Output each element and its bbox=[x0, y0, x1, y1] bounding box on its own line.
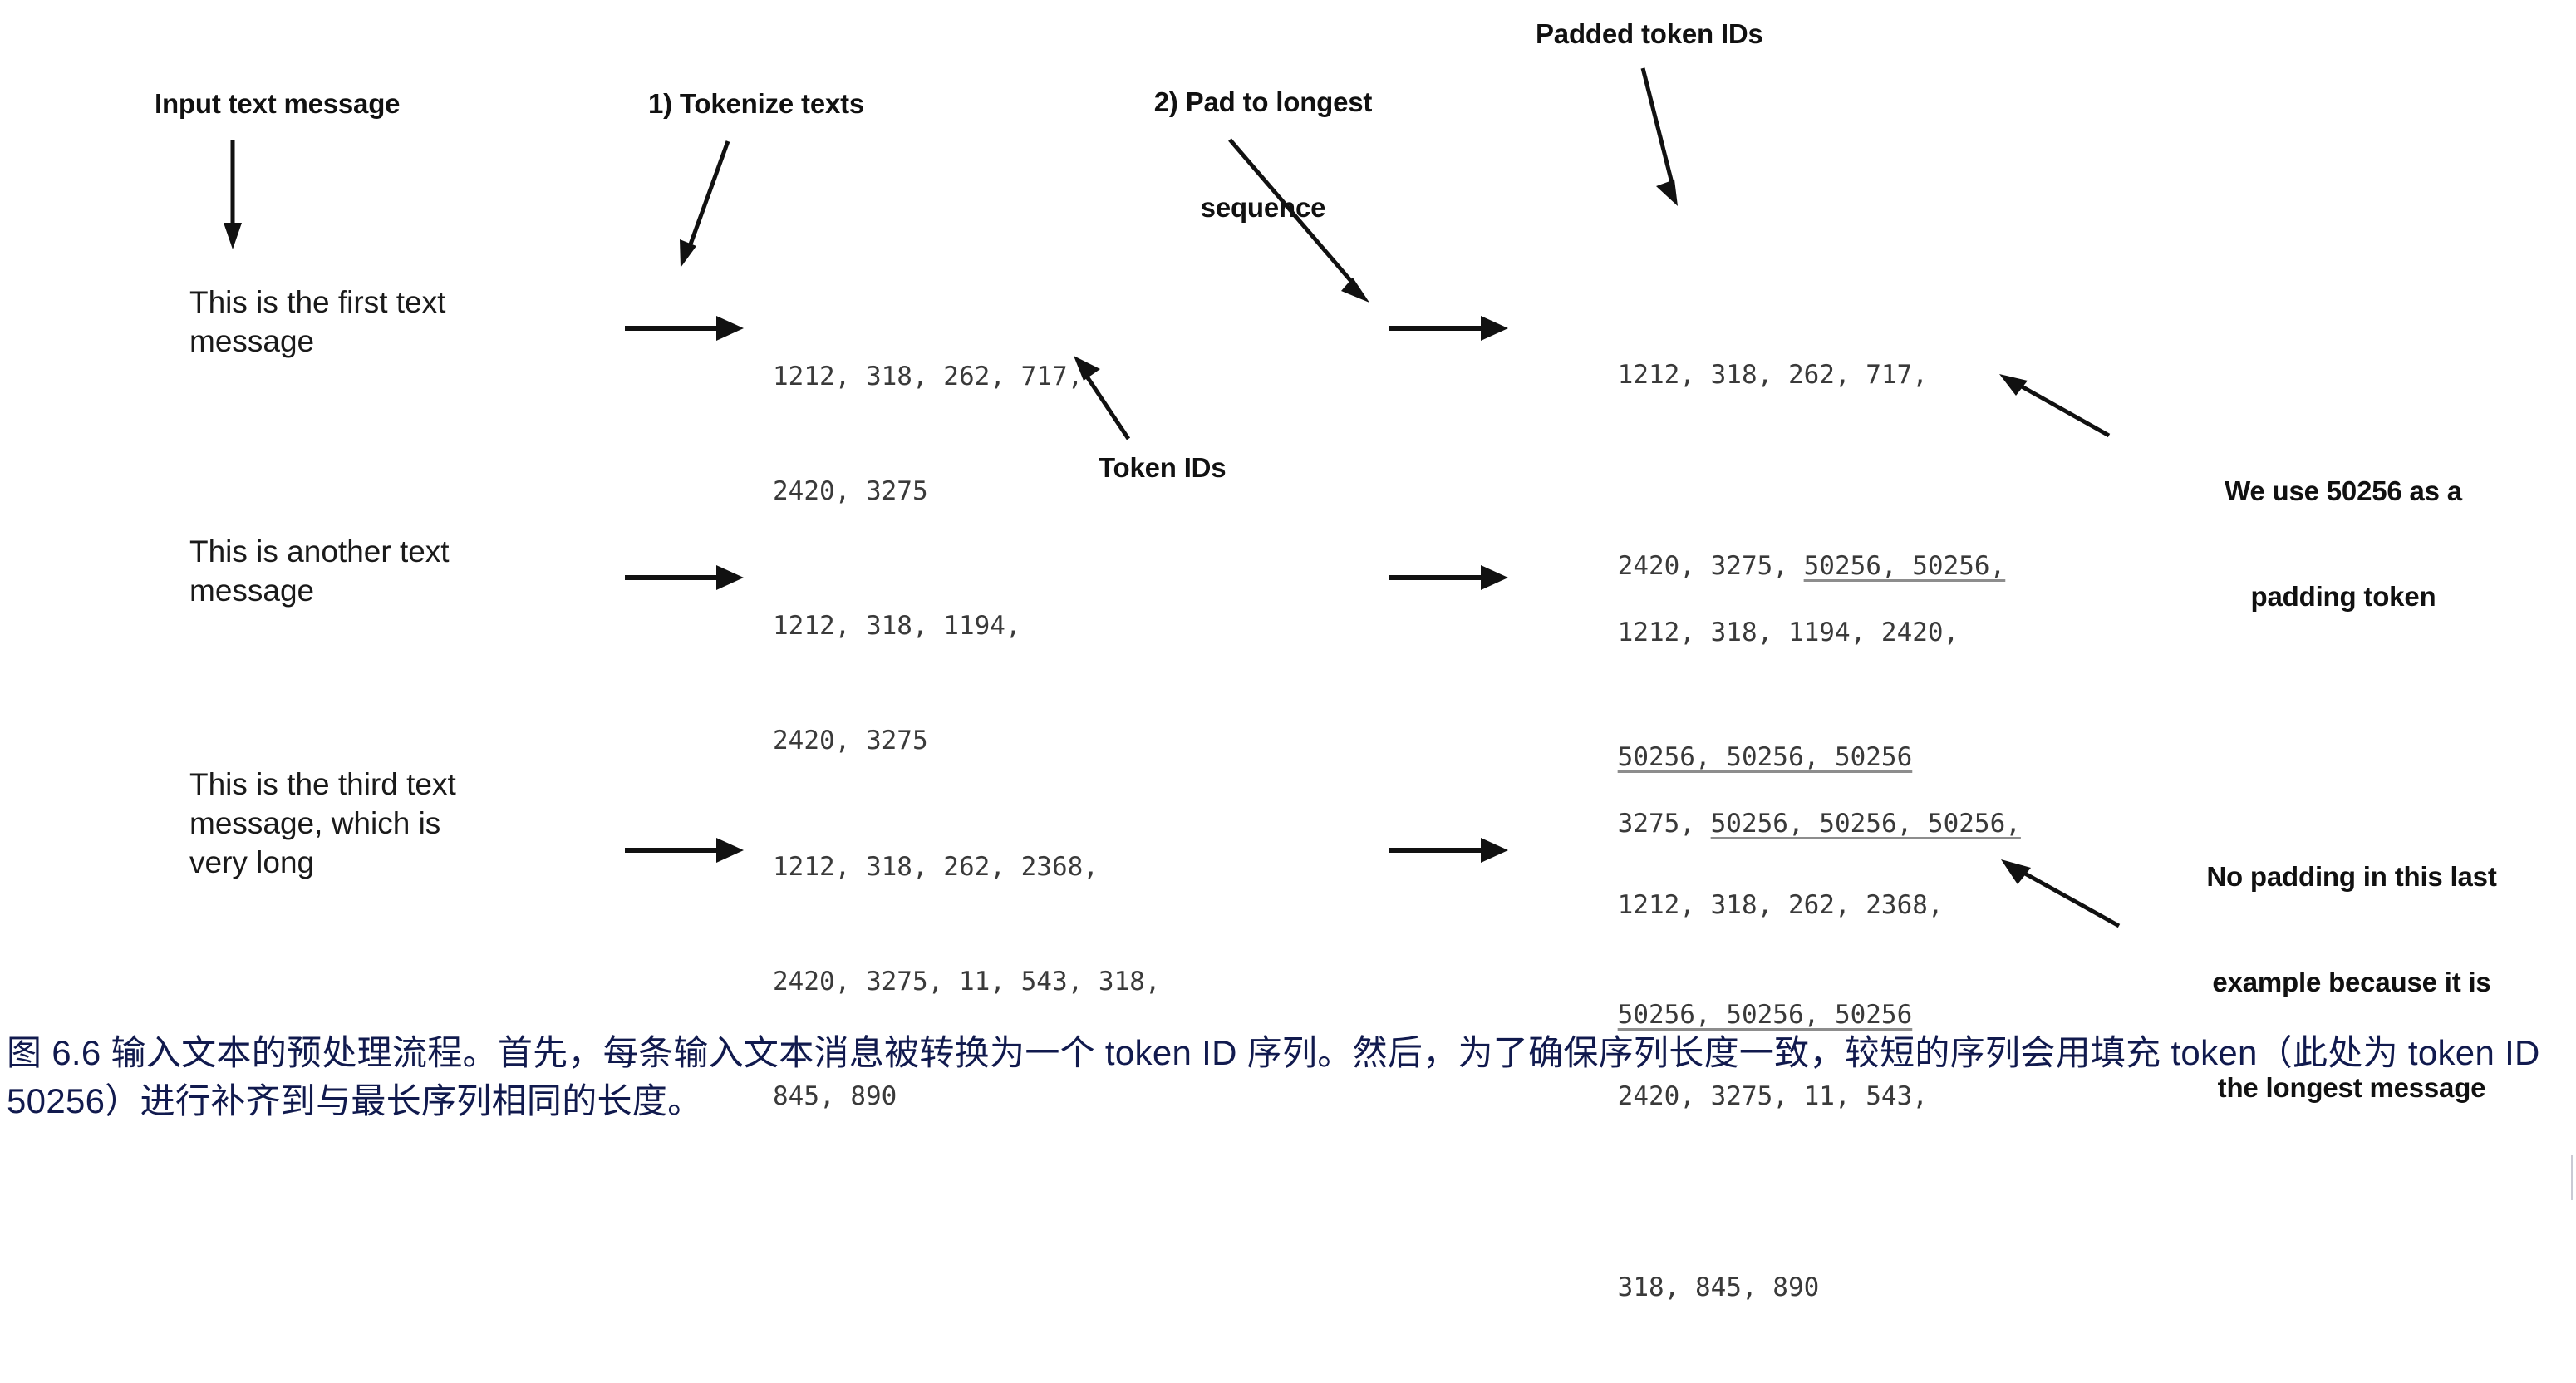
row-2-pad-arrow bbox=[1389, 564, 1510, 592]
no-padding-note-line-1: No padding in this last bbox=[2206, 861, 2497, 893]
padded-row-2-line-3-pad: 50256, 50256, 50256 bbox=[1617, 1000, 1913, 1030]
input-text-message-label: Input text message bbox=[155, 88, 401, 119]
token-ids-row-3-line-3: 845, 890 bbox=[773, 1081, 897, 1111]
padded-row-3-line-2-seg-1: 2420, 3275, 11, 543, bbox=[1617, 1081, 1928, 1111]
step-2-label-line-2: sequence bbox=[1200, 192, 1326, 224]
padded-row-2-line-2: 3275, 50256, 50256, 50256, bbox=[1556, 766, 2021, 881]
padding-note-arrow bbox=[1993, 374, 2117, 440]
input-label-arrow bbox=[209, 140, 259, 249]
padded-token-ids-label: Padded token IDs bbox=[1536, 18, 1763, 49]
token-ids-row-2-line-1: 1212, 318, 1194, bbox=[773, 611, 1021, 641]
token-ids-row-2: 1212, 318, 1194, 2420, 3275 bbox=[773, 530, 1021, 798]
figure-caption: 图 6.6 输入文本的预处理流程。首先，每条输入文本消息被转换为一个 token… bbox=[7, 1033, 2540, 1120]
row-1-tokenize-arrow bbox=[625, 314, 745, 342]
step-1-tokenize-texts-label: 1) Tokenize texts bbox=[648, 88, 865, 119]
token-ids-callout-arrow bbox=[1072, 356, 1180, 447]
padded-row-1-line-1-seg-1: 1212, 318, 262, 717, bbox=[1617, 360, 1928, 390]
row-1-pad-arrow bbox=[1389, 314, 1510, 342]
padded-row-1-line-3: 50256, 50256, 50256 bbox=[1556, 700, 2005, 815]
padded-row-1-line-3-pad: 50256, 50256, 50256 bbox=[1617, 742, 1913, 772]
row-3-tokenize-arrow bbox=[625, 836, 745, 864]
input-message-row-2: This is another text message bbox=[189, 534, 450, 608]
padded-row-1-line-2-pad: 50256, 50256, bbox=[1803, 551, 2006, 581]
padded-row-2-line-2-seg-1: 3275, bbox=[1617, 809, 1711, 839]
padding-note-line-2: padding token bbox=[2250, 581, 2436, 613]
no-padding-note-line-3: the longest message bbox=[2217, 1071, 2486, 1103]
token-ids-row-2-line-2: 2420, 3275 bbox=[773, 726, 928, 755]
padded-row-2-line-3: 50256, 50256, 50256 bbox=[1556, 957, 2021, 1072]
token-ids-row-1-line-1: 1212, 318, 262, 717, bbox=[773, 362, 1084, 391]
token-ids-row-3-line-1: 1212, 318, 262, 2368, bbox=[773, 852, 1099, 882]
padded-row-2-line-2-pad: 50256, 50256, 50256, bbox=[1710, 809, 2021, 839]
padded-row-3-line-3: 318, 845, 890 bbox=[1556, 1230, 1944, 1345]
no-padding-note: No padding in this last example because … bbox=[2127, 790, 2576, 1140]
padded-row-1-line-2-seg-1: 2420, 3275, bbox=[1617, 551, 1804, 581]
step-2-label-line-1: 2) Pad to longest bbox=[1153, 86, 1373, 118]
page-edge-rule bbox=[2571, 1155, 2573, 1200]
padded-row-2-line-1-seg-1: 1212, 318, 1194, 2420, bbox=[1617, 618, 1959, 647]
padding-note: We use 50256 as a padding token bbox=[2127, 404, 2559, 650]
padded-row-3-line-2: 2420, 3275, 11, 543, bbox=[1556, 1039, 1944, 1154]
no-padding-note-line-2: example because it is bbox=[2212, 967, 2491, 998]
padded-label-arrow bbox=[1625, 67, 1716, 208]
step-2-pad-to-longest-sequence-label: 2) Pad to longest sequence bbox=[1105, 15, 1421, 261]
padded-row-2-line-1: 1212, 318, 1194, 2420, bbox=[1556, 575, 2021, 690]
token-ids-row-3: 1212, 318, 262, 2368, 2420, 3275, 11, 54… bbox=[773, 771, 1161, 1154]
padded-row-1-line-1: 1212, 318, 262, 717, bbox=[1556, 317, 2005, 432]
padded-row-3-line-3-seg-1: 318, 845, 890 bbox=[1617, 1272, 1820, 1302]
padded-row-3-line-1: 1212, 318, 262, 2368, bbox=[1556, 848, 1944, 962]
padded-row-1-line-2: 2420, 3275, 50256, 50256, bbox=[1556, 509, 2006, 623]
padded-token-ids-row-1: 1212, 318, 262, 717, 2420, 3275, 50256, … bbox=[1556, 241, 2006, 853]
input-message-row-3: This is the third text message, which is… bbox=[189, 767, 456, 879]
input-message-row-1: This is the first text message bbox=[189, 285, 446, 358]
padded-row-3-line-1-seg-1: 1212, 318, 262, 2368, bbox=[1617, 890, 1944, 920]
token-ids-row-1-line-2: 2420, 3275 bbox=[773, 476, 928, 506]
padding-note-line-1: We use 50256 as a bbox=[2225, 475, 2462, 507]
row-3-pad-arrow bbox=[1389, 836, 1510, 864]
pad-label-arrow bbox=[1222, 138, 1388, 306]
row-2-tokenize-arrow bbox=[625, 564, 745, 592]
tokenize-label-arrow bbox=[665, 140, 764, 268]
token-ids-row-3-line-2: 2420, 3275, 11, 543, 318, bbox=[773, 967, 1161, 997]
token-ids-label: Token IDs bbox=[1099, 452, 1227, 483]
token-ids-row-1: 1212, 318, 262, 717, 2420, 3275 bbox=[773, 281, 1083, 549]
no-padding-note-arrow bbox=[1994, 856, 2127, 931]
padded-token-ids-row-2: 1212, 318, 1194, 2420, 3275, 50256, 5025… bbox=[1556, 499, 2021, 1110]
